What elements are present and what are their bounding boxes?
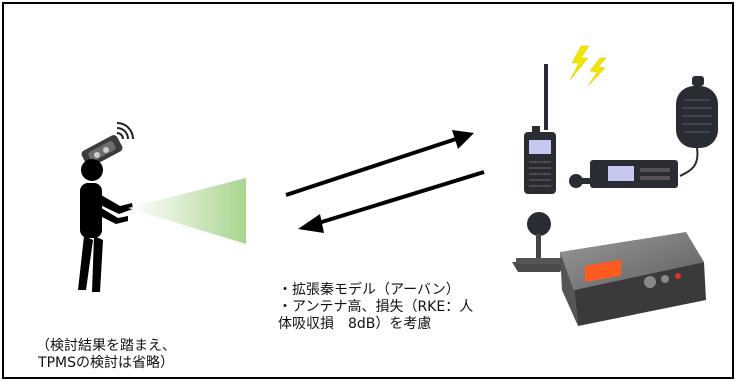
tpms-note-text: （検討結果を踏まえ、 TPMSの検討は省略） (36, 338, 176, 372)
microphone-icon (676, 76, 718, 177)
downlink-arrow (298, 170, 485, 233)
note-line: TPMSの検討は省略） (38, 355, 174, 371)
propagation-conditions-text: ・拡張秦モデル（アーバン） ・アンテナ高、損失（RKE：人 体吸収損 8dB）を… (278, 282, 473, 333)
condition-line: 体吸収損 8dB）を考慮 (278, 316, 432, 332)
handheld-radio-icon (524, 64, 556, 194)
wifi-signal-icon (116, 122, 134, 140)
signal-beam (128, 178, 246, 244)
base-station-icon (512, 212, 706, 326)
key-fob-icon (81, 135, 123, 167)
person-icon (78, 159, 133, 292)
condition-line: ・拡張秦モデル（アーバン） (278, 282, 460, 298)
uplink-arrow (285, 130, 474, 197)
mobile-radio-icon (569, 160, 678, 188)
condition-line: ・アンテナ高、損失（RKE：人 (278, 299, 474, 315)
note-line: （検討結果を踏まえ、 (36, 338, 176, 354)
lightning-icon (569, 45, 607, 87)
